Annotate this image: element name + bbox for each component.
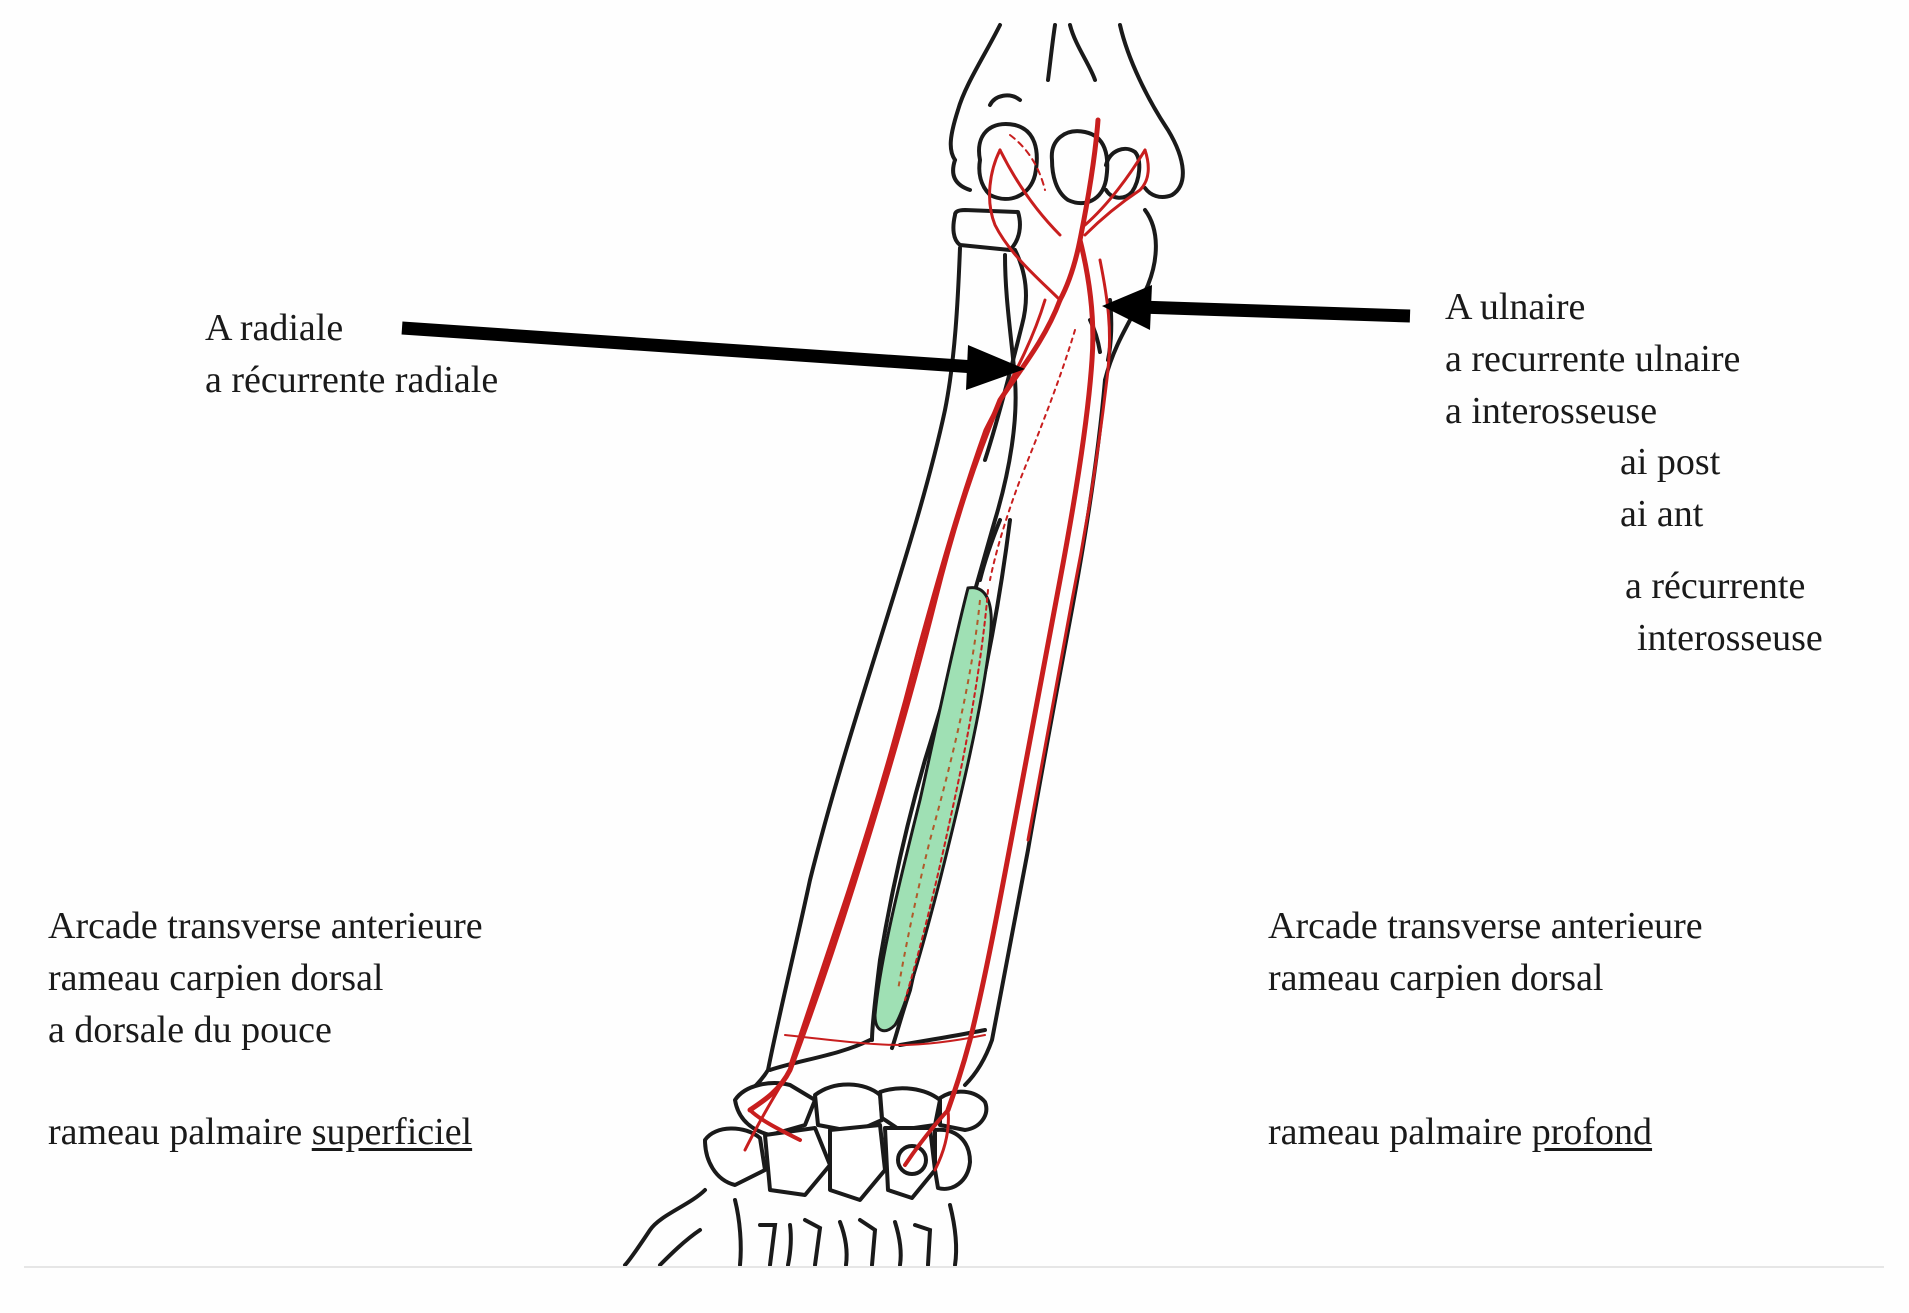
carpal-dorsal-label-right: rameau carpien dorsal xyxy=(1268,957,1604,999)
ulna xyxy=(890,208,1158,1087)
palmar-superficial-line: rameau palmaire superficiel xyxy=(48,1106,472,1158)
arrows xyxy=(401,285,1411,390)
anterior-transverse-arch xyxy=(784,1034,986,1046)
interosseous-membrane xyxy=(873,586,993,1033)
elbow-anastomosis-left xyxy=(998,148,1062,237)
interosseuse-label: interosseuse xyxy=(1637,617,1823,659)
recurrent-label: a récurrente xyxy=(1625,565,1806,607)
bottom-divider xyxy=(24,1266,1884,1268)
palmar-prefix-left: rameau palmaire xyxy=(48,1111,312,1153)
bottom-right-labels: Arcade transverse anterieure rameau carp… xyxy=(1268,900,1703,1004)
interosseous-label: a interosseuse xyxy=(1445,390,1658,432)
carpal-bones xyxy=(703,1081,989,1202)
ai-ant-label: ai ant xyxy=(1620,493,1704,535)
bottom-left-labels: Arcade transverse anterieure rameau carp… xyxy=(48,900,483,1056)
recurrent-interosseous-label: a récurrente interosseuse xyxy=(1625,560,1823,664)
ulnar-artery-label: A ulnaire a recurrente ulnaire a interos… xyxy=(1445,281,1740,437)
radial-artery-title: A radiale xyxy=(205,307,344,349)
palmar-prefix-right: rameau palmaire xyxy=(1268,1111,1532,1153)
ulnar-artery-title: A ulnaire xyxy=(1445,286,1586,328)
interosseous-sub-label: ai post ai ant xyxy=(1620,436,1720,540)
palmar-deep-line: rameau palmaire profond xyxy=(1268,1106,1652,1158)
radial-recurrent-label: a récurrente radiale xyxy=(205,359,499,401)
elbow-anastomosis-right xyxy=(1083,148,1147,227)
ulnar-artery-line xyxy=(945,237,1096,1113)
radial-artery-label: A radiale a récurrente radiale xyxy=(205,302,498,406)
arcade-transverse-label-left: Arcade transverse anterieure xyxy=(48,905,483,947)
radial-recurrent-loop xyxy=(988,148,1062,302)
arrow-radial-shaft xyxy=(401,321,976,374)
membrane-dotted-edge xyxy=(897,599,981,991)
arteries xyxy=(743,117,1150,1172)
carpal-dorsal-label-left: rameau carpien dorsal xyxy=(48,957,384,999)
palmar-superficial-label: rameau palmaire superficiel xyxy=(48,1106,472,1158)
superficial-underlined: superficiel xyxy=(311,1111,473,1153)
ulnar-artery-parallel xyxy=(1026,258,1112,842)
palmar-branch-left xyxy=(743,1068,792,1152)
arrow-ulnar-head xyxy=(1102,285,1152,330)
arcade-transverse-label-right: Arcade transverse anterieure xyxy=(1268,905,1703,947)
ulnar-recurrent-loop xyxy=(1083,148,1150,237)
carpal-branch-right xyxy=(903,1108,950,1167)
interosseous-artery-ant xyxy=(904,589,989,1001)
carpal-branch-left xyxy=(748,1108,802,1142)
palmar-branch-right xyxy=(933,1108,950,1172)
humerus xyxy=(948,23,1185,206)
palmar-deep-label: rameau palmaire profond xyxy=(1268,1106,1652,1158)
metacarpal-bases xyxy=(623,1188,959,1267)
interosseous-artery xyxy=(989,329,1076,581)
deep-underlined: profond xyxy=(1531,1111,1653,1153)
ulnar-recurrent-label: a recurrente ulnaire xyxy=(1445,338,1741,380)
arrow-ulnar-shaft xyxy=(1139,300,1411,323)
ai-post-label: ai post xyxy=(1620,441,1721,483)
radial-artery-parallel xyxy=(788,298,1047,1067)
brachial-artery xyxy=(1057,117,1101,303)
collateral-branch xyxy=(1009,134,1046,191)
dorsal-thumb-label: a dorsale du pouce xyxy=(48,1009,332,1051)
arrow-radial-head xyxy=(966,345,1025,390)
